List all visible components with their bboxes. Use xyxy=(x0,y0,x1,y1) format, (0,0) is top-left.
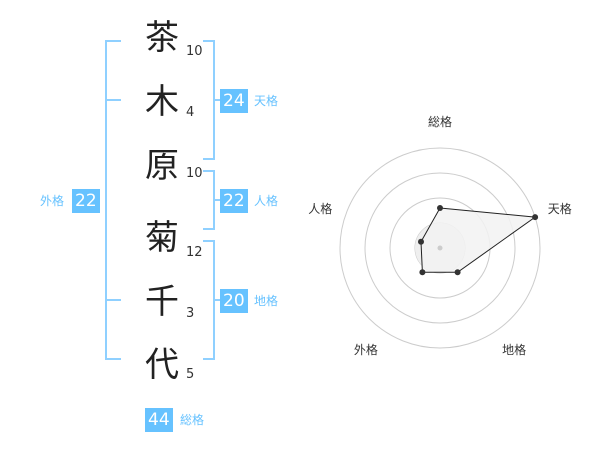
stroke-count-4: 12 xyxy=(186,245,203,260)
gaikaku-bracket-tick-lower xyxy=(105,299,121,301)
name-char-1: 茶 xyxy=(145,18,179,58)
name-char-3: 原 xyxy=(145,146,179,186)
tenkaku-label: 天格 xyxy=(254,94,279,108)
radar-axis-label-3: 地格 xyxy=(502,342,526,357)
tenkaku-badge: 24 xyxy=(220,89,248,113)
stroke-count-1: 10 xyxy=(186,44,203,59)
stroke-count-5: 3 xyxy=(186,306,195,321)
radar-axis-label-5: 人格 xyxy=(308,201,332,216)
radar-axis-label-4: 外格 xyxy=(354,342,378,357)
radar-ring xyxy=(339,147,541,349)
jinkaku-bracket xyxy=(203,170,215,230)
radar-point-2 xyxy=(532,214,539,221)
chikaku-label: 地格 xyxy=(254,294,279,308)
chikaku-bracket xyxy=(203,240,215,360)
jinkaku-badge: 22 xyxy=(220,189,248,213)
gaikaku-bracket xyxy=(105,40,121,360)
radar-axis-label-2: 天格 xyxy=(548,201,572,216)
jinkaku-label: 人格 xyxy=(254,194,279,208)
radar-center-dot xyxy=(437,245,443,251)
chikaku-tick xyxy=(215,299,223,301)
gaikaku-bracket-tick-upper xyxy=(105,99,121,101)
gaikaku-badge: 22 xyxy=(72,189,100,213)
radar-point-3 xyxy=(454,269,461,276)
name-char-4: 菊 xyxy=(145,218,179,258)
soukaku-label: 総格 xyxy=(180,413,205,427)
gaikaku-label: 外格 xyxy=(40,194,65,208)
radar-data-polygon xyxy=(420,207,537,273)
name-char-6: 代 xyxy=(145,345,179,385)
radar-point-1 xyxy=(437,205,443,211)
radar-point-5 xyxy=(418,238,424,245)
radar-point-4 xyxy=(419,269,426,276)
name-char-5: 千 xyxy=(145,282,179,322)
jinkaku-tick xyxy=(215,199,223,201)
soukaku-badge: 44 xyxy=(145,408,173,432)
tenkaku-tick xyxy=(215,99,223,101)
stroke-count-3: 10 xyxy=(186,166,203,181)
stroke-count-6: 5 xyxy=(186,367,195,382)
tenkaku-bracket xyxy=(203,40,215,160)
stroke-count-2: 4 xyxy=(186,105,195,120)
radar-ring xyxy=(364,172,516,324)
chikaku-badge: 20 xyxy=(220,289,248,313)
name-char-2: 木 xyxy=(145,82,179,122)
radar-axis-label-1: 総格 xyxy=(428,114,452,129)
